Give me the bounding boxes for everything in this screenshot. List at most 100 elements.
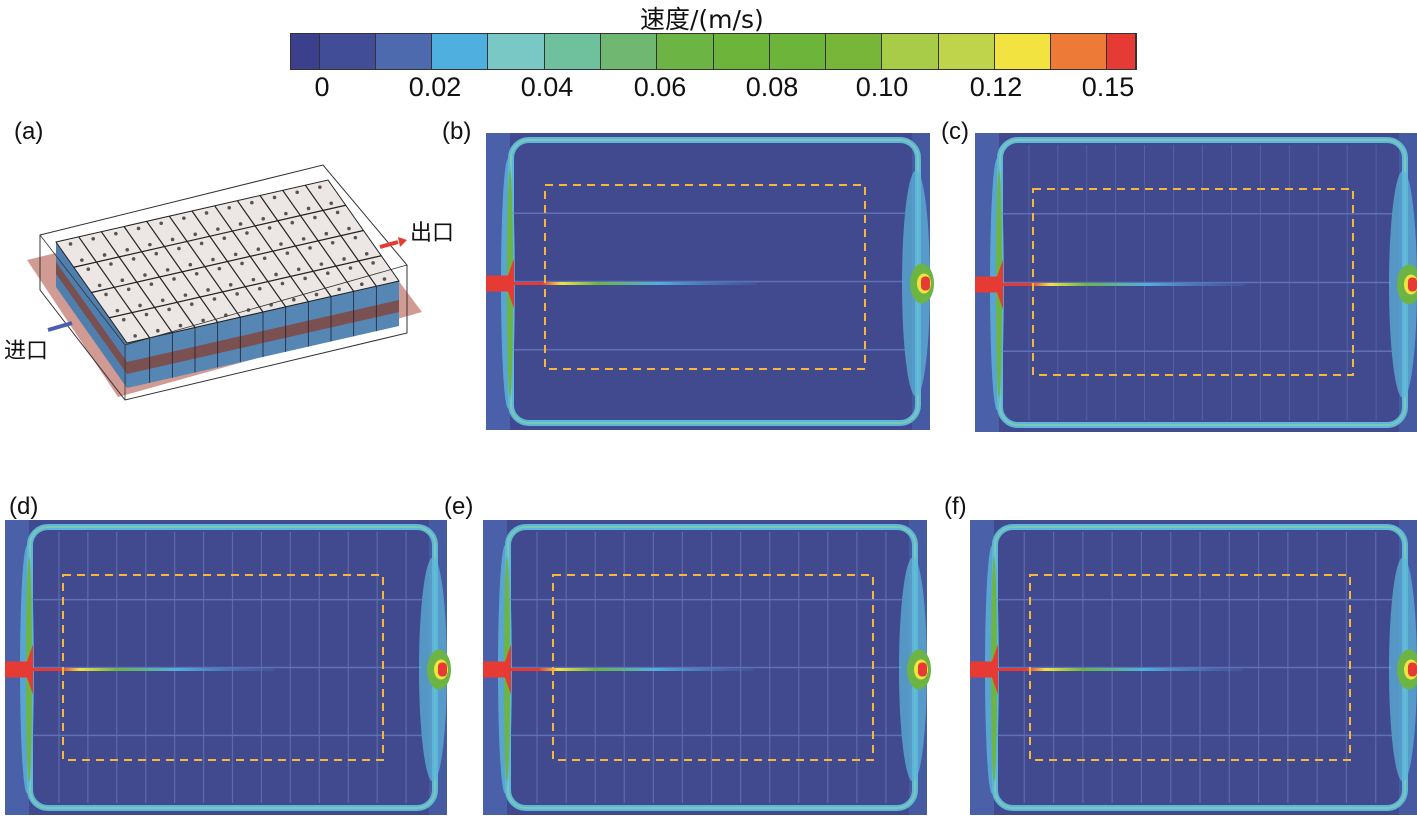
cell-terminal bbox=[183, 293, 188, 297]
cell-terminal bbox=[154, 251, 159, 256]
region-of-interest-dashed-box bbox=[1032, 188, 1354, 376]
cell-terminal bbox=[80, 258, 84, 262]
inlet-jet bbox=[512, 282, 757, 285]
outlet-label: 出口 bbox=[410, 221, 454, 246]
cell-terminal bbox=[250, 200, 254, 205]
cell-terminal bbox=[138, 303, 142, 308]
cell-terminal bbox=[353, 235, 358, 240]
velocity-contour-panel-c bbox=[975, 133, 1417, 432]
outlet-port bbox=[921, 276, 930, 291]
cell-terminal bbox=[167, 307, 171, 312]
cell-terminal bbox=[280, 281, 285, 286]
cell-terminal bbox=[371, 261, 375, 265]
row-divider bbox=[109, 255, 382, 319]
inlet-port bbox=[5, 644, 33, 695]
cell-terminal bbox=[342, 257, 346, 261]
colorbar-segment bbox=[291, 34, 320, 69]
colorbar-segment bbox=[375, 34, 433, 69]
cell-terminal bbox=[201, 318, 205, 323]
cell-terminal bbox=[160, 298, 165, 303]
cell-terminal bbox=[217, 266, 222, 271]
cell-terminal bbox=[159, 221, 163, 226]
cell-terminal bbox=[319, 262, 324, 266]
inlet-jet bbox=[509, 668, 754, 671]
cell-terminal bbox=[212, 297, 217, 301]
colorbar-segment bbox=[826, 34, 883, 69]
cell-terminal bbox=[284, 211, 288, 216]
colorbar-tick-label: 0.08 bbox=[745, 72, 799, 102]
cell-terminal bbox=[382, 277, 387, 281]
cell-terminal bbox=[267, 226, 272, 230]
outlet-port bbox=[1408, 662, 1417, 677]
cell-terminal bbox=[233, 252, 238, 257]
cell-terminal bbox=[296, 267, 301, 272]
colorbar-segment bbox=[1107, 34, 1136, 69]
colorbar-segment bbox=[1051, 34, 1108, 69]
cell-terminal bbox=[104, 292, 108, 297]
cell-grid bbox=[68, 184, 387, 383]
cell-terminal bbox=[360, 282, 364, 287]
inlet-arrow bbox=[47, 321, 73, 332]
colorbar-segment bbox=[769, 34, 827, 69]
inlet-port bbox=[970, 644, 998, 695]
colorbar-tick-label: 0.15 bbox=[1081, 72, 1135, 102]
region-of-interest-dashed-box bbox=[62, 574, 384, 761]
outlet-port bbox=[1408, 277, 1417, 292]
cell-terminal bbox=[256, 247, 261, 252]
outlet-port bbox=[438, 662, 447, 677]
cell-terminal bbox=[194, 271, 199, 276]
cell-terminal bbox=[193, 232, 198, 237]
outlet-arrowhead bbox=[398, 237, 407, 247]
cell-terminal bbox=[114, 231, 118, 236]
cell-terminal bbox=[306, 206, 311, 211]
cell-terminal bbox=[222, 236, 227, 241]
cell-terminal bbox=[238, 222, 243, 226]
cell-terminal bbox=[335, 210, 340, 215]
cell-terminal bbox=[115, 308, 120, 313]
velocity-colorbar bbox=[290, 33, 1137, 70]
cell-terminal bbox=[86, 267, 91, 272]
region-of-interest-dashed-box bbox=[544, 184, 866, 370]
colorbar-tick-label: 0.12 bbox=[969, 72, 1023, 102]
velocity-contour-panel-b bbox=[486, 133, 934, 430]
cell-terminal bbox=[91, 236, 95, 241]
cell-terminal bbox=[308, 246, 312, 250]
inlet-port bbox=[483, 644, 511, 695]
cell-terminal bbox=[347, 226, 351, 231]
cell-terminal bbox=[324, 231, 329, 236]
inlet-jet bbox=[31, 668, 275, 671]
cell-terminal bbox=[170, 237, 175, 242]
cell-terminal bbox=[148, 242, 152, 247]
cell-terminal bbox=[165, 268, 170, 272]
cell-terminal bbox=[314, 292, 319, 297]
cell-terminal bbox=[228, 282, 233, 287]
cell-terminal bbox=[102, 253, 107, 257]
cell-terminal bbox=[144, 312, 149, 317]
colorbar-segment bbox=[657, 34, 714, 69]
enclosure-edge bbox=[124, 264, 408, 346]
region-of-interest-dashed-box bbox=[1029, 574, 1351, 761]
colorbar-segment bbox=[713, 34, 770, 69]
cell-terminal bbox=[330, 240, 335, 245]
colorbar-tick-label: 0.04 bbox=[520, 72, 574, 102]
cell-terminal bbox=[211, 257, 215, 262]
colorbar-segment bbox=[432, 34, 489, 69]
colorbar-tick-label: 0.06 bbox=[633, 72, 687, 102]
cell-terminal bbox=[149, 282, 154, 286]
cell-terminal bbox=[279, 242, 283, 246]
cell-terminal bbox=[290, 220, 295, 225]
enclosure-wireframe bbox=[39, 164, 408, 401]
row-divider bbox=[91, 229, 364, 294]
enclosure-edge bbox=[39, 234, 126, 346]
cell-terminal bbox=[131, 257, 136, 261]
cell-terminal bbox=[68, 242, 73, 246]
inlet-jet bbox=[996, 668, 1243, 671]
cell-terminal bbox=[109, 262, 113, 266]
cell-terminal bbox=[172, 277, 176, 281]
cell-terminal bbox=[318, 185, 322, 189]
cell-terminal bbox=[178, 323, 183, 328]
inlet-port bbox=[486, 258, 514, 309]
cell-terminal bbox=[325, 271, 330, 276]
panel-a-label: (a) bbox=[14, 118, 44, 145]
region-of-interest-dashed-box bbox=[552, 574, 874, 761]
